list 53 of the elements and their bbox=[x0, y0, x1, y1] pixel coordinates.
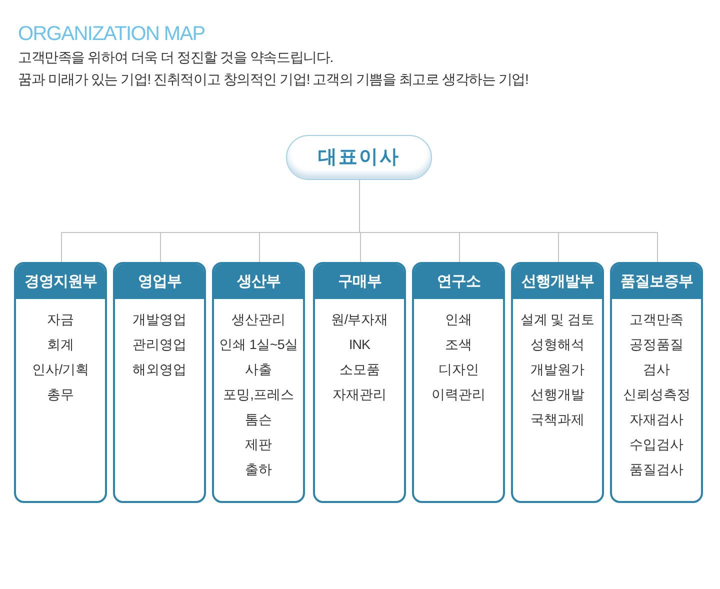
list-item: 출하 bbox=[245, 461, 272, 479]
department-card bbox=[212, 262, 305, 503]
card-header: 선행개발부 bbox=[513, 264, 602, 299]
department-card bbox=[412, 262, 505, 503]
list-item: 원/부자재 bbox=[330, 311, 388, 329]
card-header: 품질보증부 bbox=[612, 264, 701, 299]
list-item: 관리영업 bbox=[132, 336, 186, 354]
list-item: 공정품질 bbox=[630, 336, 684, 354]
list-item: 개발원가 bbox=[530, 361, 584, 379]
list-item: 포밍,프레스 bbox=[223, 386, 294, 404]
department-card bbox=[313, 262, 406, 503]
list-item: 검사 bbox=[643, 361, 670, 379]
department-card bbox=[511, 262, 604, 503]
card-header: 연구소 bbox=[414, 264, 503, 299]
list-item: 자재관리 bbox=[332, 386, 386, 404]
list-item: 신뢰성측정 bbox=[622, 386, 690, 404]
list-item: 선행개발 bbox=[530, 386, 584, 404]
card-header: 생산부 bbox=[214, 264, 303, 299]
list-item: 자재검사 bbox=[630, 411, 684, 429]
list-item: 인사/기획 bbox=[32, 361, 90, 379]
card-header: 경영지원부 bbox=[16, 264, 105, 299]
department-card bbox=[610, 262, 703, 503]
intro-text: 고객만족을 위하여 더욱 더 정진할 것을 약속드립니다. bbox=[18, 48, 333, 66]
list-item: 수입검사 bbox=[630, 436, 684, 454]
list-item: 품질검사 bbox=[630, 461, 684, 479]
list-item: 사출 bbox=[245, 361, 272, 379]
list-item: 자금 bbox=[47, 311, 74, 329]
list-item: 디자인 bbox=[438, 361, 479, 379]
list-item: 조색 bbox=[445, 336, 472, 354]
list-item: 성형해석 bbox=[530, 336, 584, 354]
intro-text: 꿈과 미래가 있는 기업! 진취적이고 창의적인 기업! 고객의 기쁨을 최고로 생각하는 기업! bbox=[18, 70, 528, 88]
card-header: 구매부 bbox=[315, 264, 404, 299]
list-item: 이력관리 bbox=[432, 386, 486, 404]
list-item: 제판 bbox=[245, 436, 272, 454]
pill-box bbox=[286, 135, 432, 180]
list-item: 설계 및 검토 bbox=[520, 311, 594, 329]
list-item: INK bbox=[348, 336, 370, 354]
list-item: 회계 bbox=[47, 336, 74, 354]
list-item: 국책과제 bbox=[530, 411, 584, 429]
pill-label: 대표이사 bbox=[318, 146, 400, 168]
list-item: 인쇄 bbox=[445, 311, 472, 329]
card-header: 영업부 bbox=[115, 264, 204, 299]
list-item: 생산관리 bbox=[232, 311, 286, 329]
list-item: 고객만족 bbox=[630, 311, 684, 329]
list-item: 인쇄 1실~5실 bbox=[219, 336, 298, 354]
department-card bbox=[14, 262, 107, 503]
list-item: 개발영업 bbox=[132, 311, 186, 329]
list-item: 톰슨 bbox=[245, 411, 272, 429]
page-title: ORGANIZATION MAP bbox=[18, 22, 205, 46]
department-card bbox=[113, 262, 206, 503]
list-item: 해외영업 bbox=[132, 361, 186, 379]
list-item: 소모품 bbox=[339, 361, 380, 379]
list-item: 총무 bbox=[47, 386, 74, 404]
